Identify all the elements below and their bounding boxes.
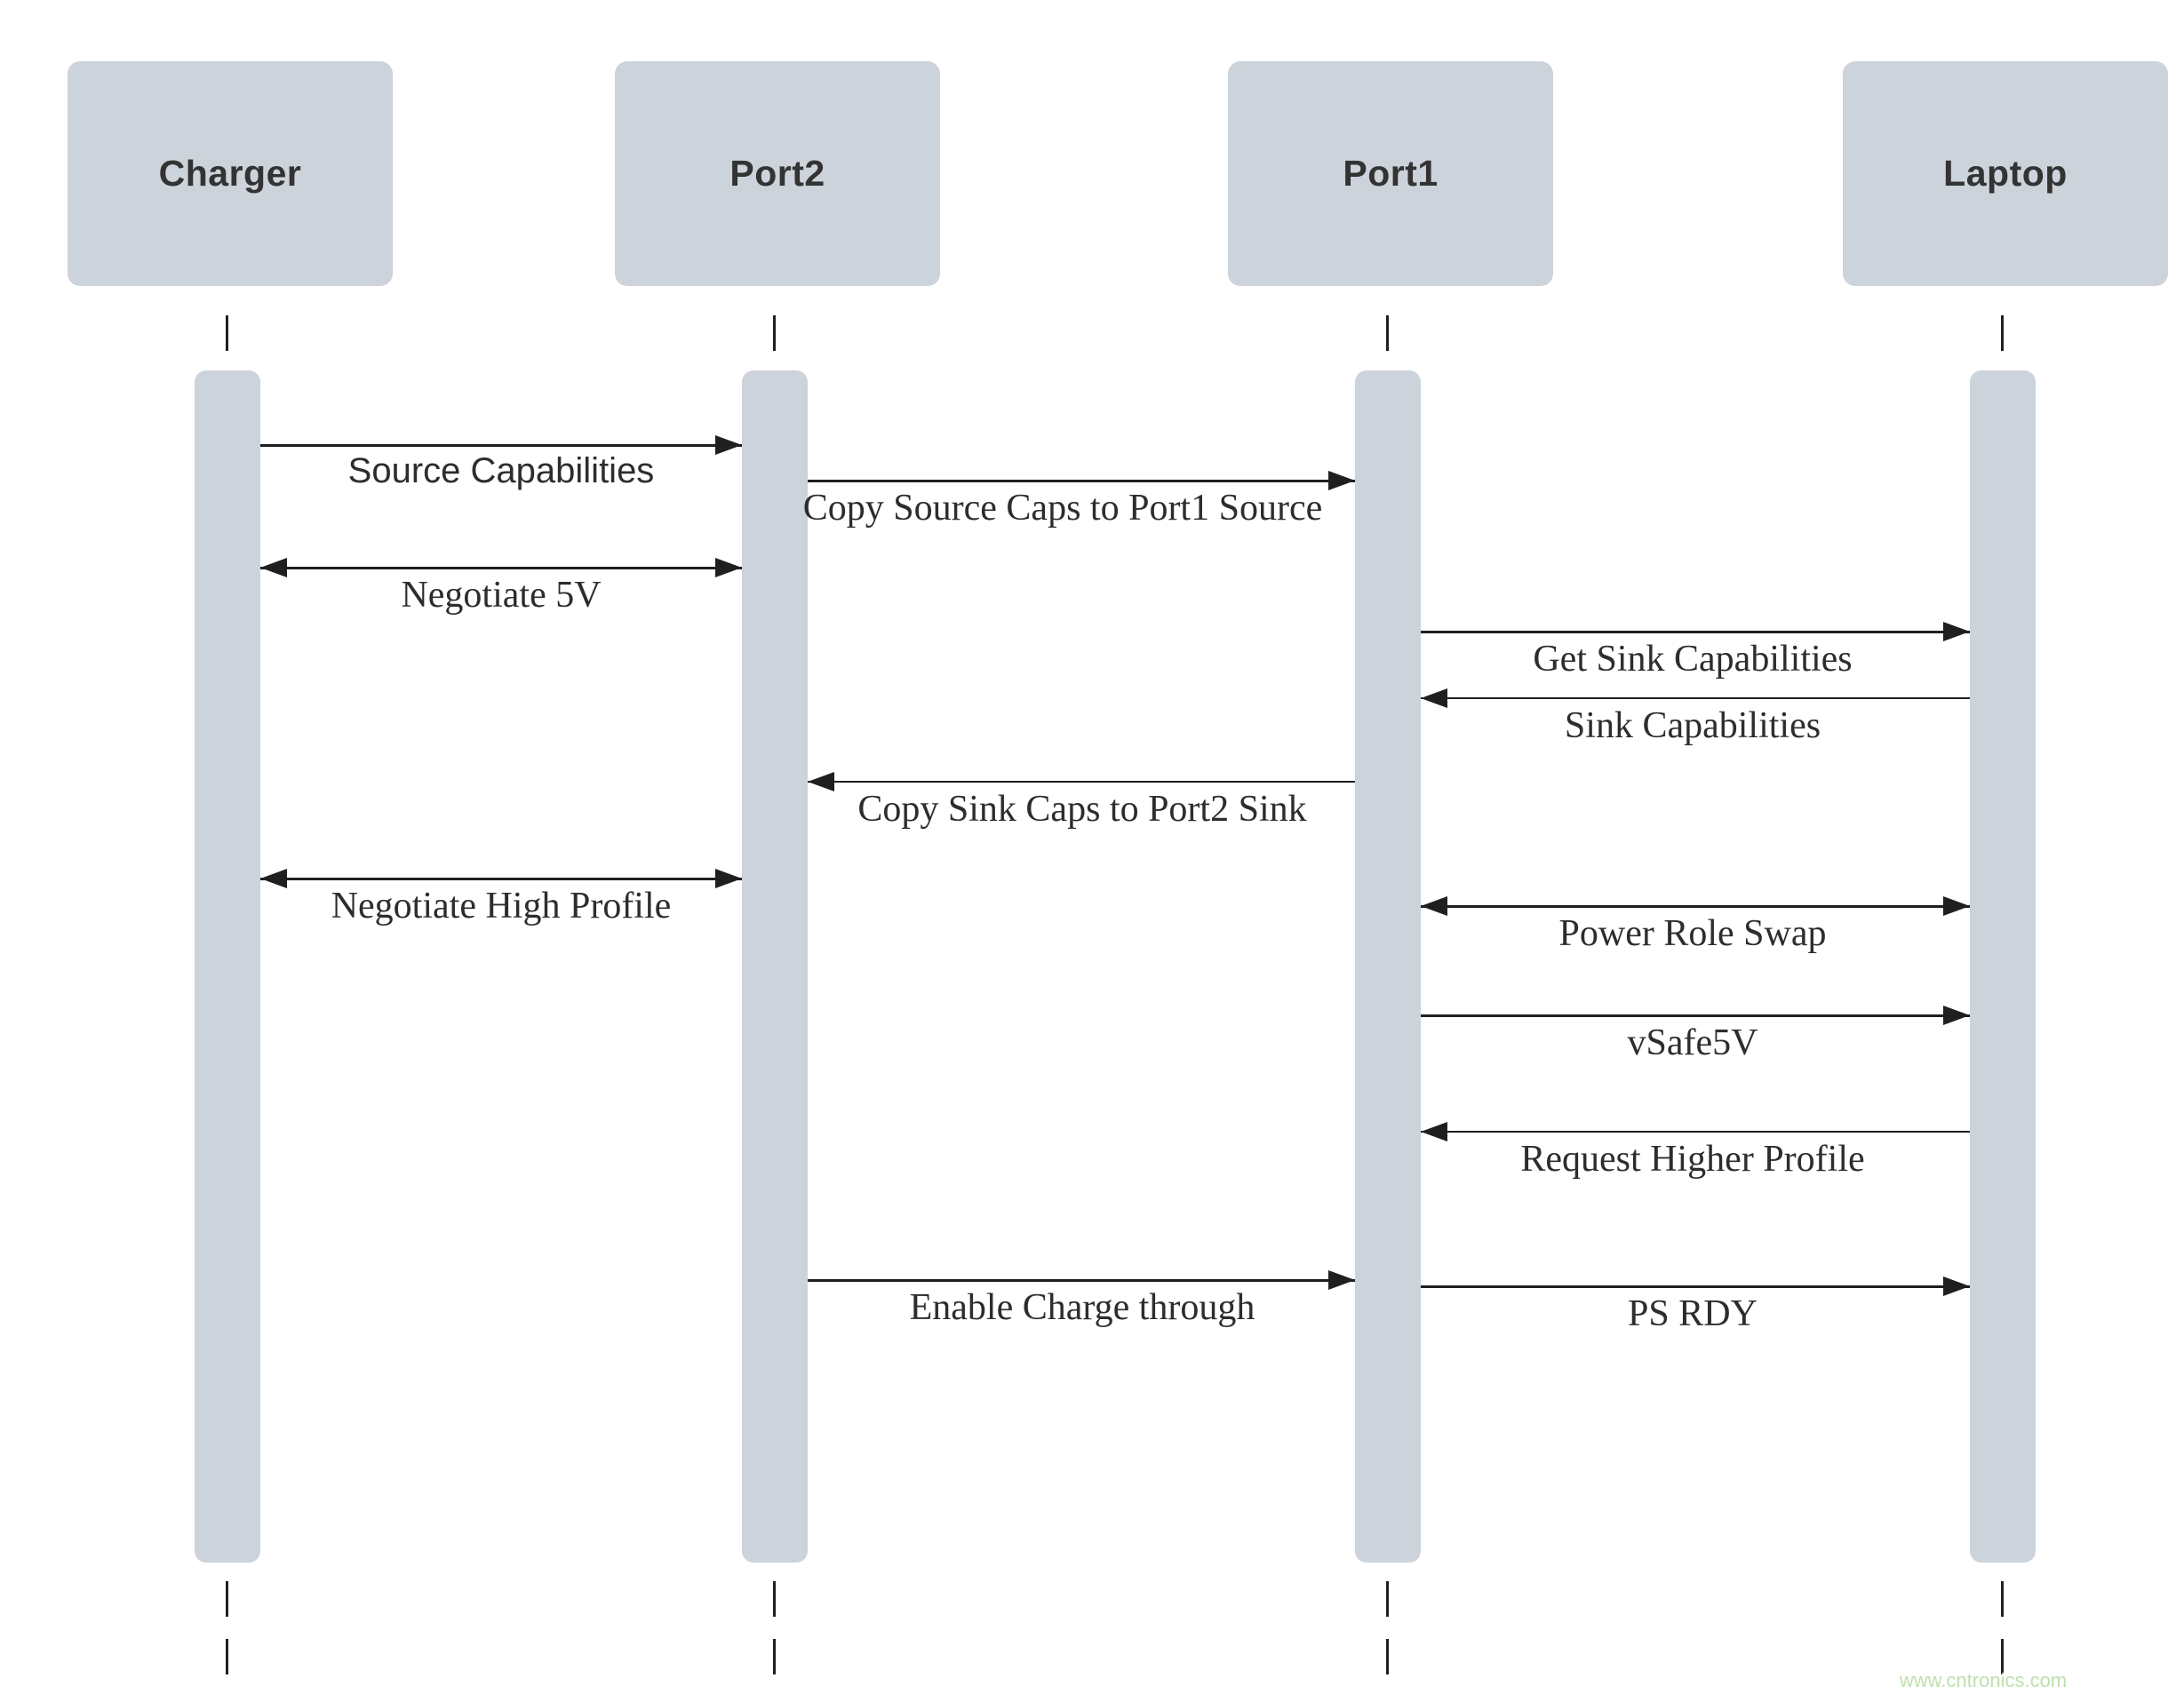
message-line-source-capabilities <box>260 444 742 447</box>
message-label-enable-charge-through: Enable Charge through <box>909 1287 1255 1328</box>
lifeline-dash-charger-0 <box>226 315 228 351</box>
arrowhead-right-source-capabilities <box>715 435 742 455</box>
lifeline-dash-charger-2 <box>226 1639 228 1674</box>
message-line-negotiate-high-profile <box>260 878 742 880</box>
lifeline-dash-port2-0 <box>773 315 776 351</box>
arrowhead-left-sink-capabilities <box>1421 688 1447 708</box>
message-label-request-higher-profile: Request Higher Profile <box>1520 1139 1865 1180</box>
message-line-copy-sink-caps <box>808 781 1355 783</box>
actor-box-laptop[interactable]: Laptop <box>1843 61 2168 286</box>
lifeline-dash-port2-2 <box>773 1639 776 1674</box>
message-label-power-role-swap: Power Role Swap <box>1558 913 1827 954</box>
activation-bar-laptop[interactable] <box>1970 370 2036 1563</box>
arrowhead-right-negotiate-5v <box>715 558 742 577</box>
arrowhead-left-copy-sink-caps <box>808 772 834 791</box>
lifeline-dash-laptop-2 <box>2001 1639 2004 1674</box>
arrowhead-left-negotiate-high-profile <box>260 869 287 888</box>
lifeline-dash-port1-0 <box>1386 315 1389 351</box>
arrowhead-right-vsafe5v <box>1943 1006 1970 1025</box>
activation-bar-port1[interactable] <box>1355 370 1421 1563</box>
arrowhead-right-power-role-swap <box>1943 896 1970 916</box>
message-label-sink-capabilities: Sink Capabilities <box>1564 705 1821 746</box>
actor-label-laptop: Laptop <box>1943 153 2068 194</box>
actor-label-port2: Port2 <box>729 153 825 194</box>
actor-box-port1[interactable]: Port1 <box>1228 61 1553 286</box>
arrowhead-left-negotiate-5v <box>260 558 287 577</box>
arrowhead-right-ps-rdy <box>1943 1276 1970 1296</box>
arrowhead-left-power-role-swap <box>1421 896 1447 916</box>
arrowhead-left-request-higher-profile <box>1421 1122 1447 1141</box>
message-line-vsafe5v <box>1421 1014 1970 1017</box>
message-line-request-higher-profile <box>1421 1131 1970 1133</box>
actor-box-port2[interactable]: Port2 <box>615 61 940 286</box>
lifeline-dash-port1-2 <box>1386 1639 1389 1674</box>
site-watermark: www.cntronics.com <box>1899 1669 2068 1691</box>
activation-bar-port2[interactable] <box>742 370 808 1563</box>
message-label-negotiate-5v: Negotiate 5V <box>401 575 602 616</box>
message-line-ps-rdy <box>1421 1285 1970 1288</box>
message-line-power-role-swap <box>1421 905 1970 908</box>
actor-label-port1: Port1 <box>1343 153 1439 194</box>
message-line-sink-capabilities <box>1421 697 1970 699</box>
message-label-negotiate-high-profile: Negotiate High Profile <box>331 886 672 927</box>
actor-label-charger: Charger <box>158 153 302 194</box>
message-label-source-capabilities: Source Capabilities <box>347 451 655 490</box>
message-line-get-sink-capabilities <box>1421 631 1970 633</box>
message-label-copy-source-caps: Copy Source Caps to Port1 Source <box>802 488 1323 529</box>
message-label-get-sink-capabilities: Get Sink Capabilities <box>1533 639 1853 680</box>
message-line-copy-source-caps <box>808 480 1355 482</box>
actor-box-charger[interactable]: Charger <box>68 61 393 286</box>
lifeline-dash-port2-1 <box>773 1581 776 1617</box>
activation-bar-charger[interactable] <box>195 370 260 1563</box>
arrowhead-right-enable-charge-through <box>1328 1270 1355 1290</box>
lifeline-dash-charger-1 <box>226 1581 228 1617</box>
lifeline-dash-laptop-0 <box>2001 315 2004 351</box>
message-label-vsafe5v: vSafe5V <box>1627 1022 1758 1063</box>
message-line-enable-charge-through <box>808 1279 1355 1282</box>
message-line-negotiate-5v <box>260 567 742 569</box>
lifeline-dash-port1-1 <box>1386 1581 1389 1617</box>
message-label-ps-rdy: PS RDY <box>1628 1293 1758 1334</box>
arrowhead-right-get-sink-capabilities <box>1943 622 1970 641</box>
lifeline-dash-laptop-1 <box>2001 1581 2004 1617</box>
arrowhead-right-copy-source-caps <box>1328 471 1355 490</box>
arrowhead-right-negotiate-high-profile <box>715 869 742 888</box>
message-label-copy-sink-caps: Copy Sink Caps to Port2 Sink <box>857 789 1307 830</box>
